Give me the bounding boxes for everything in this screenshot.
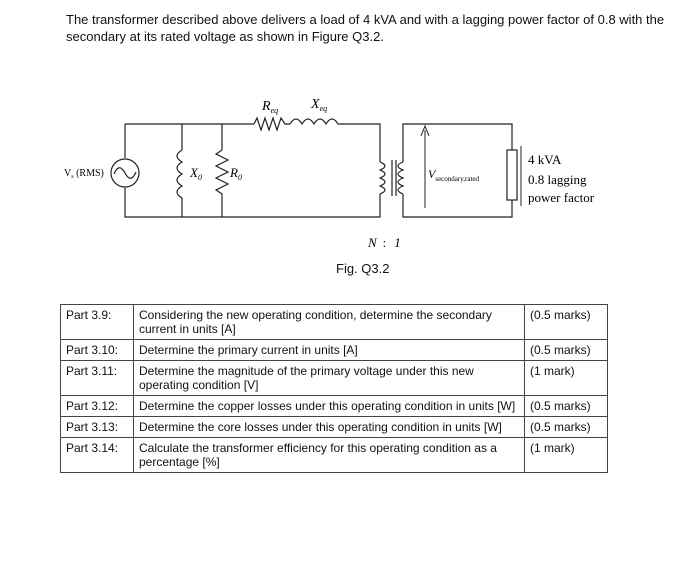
part-number: Part 3.10: — [60, 339, 134, 361]
part-marks: (0.5 marks) — [524, 395, 608, 417]
source-voltage-label: Vs (RMS) — [64, 168, 104, 180]
part-marks: (0.5 marks) — [524, 416, 608, 438]
primary-wire — [124, 123, 381, 218]
load-impedance-icon — [506, 149, 518, 201]
part-number: Part 3.9: — [60, 304, 134, 340]
r0-label: R0 — [229, 165, 242, 182]
figure-caption: Fig. Q3.2 — [336, 261, 390, 276]
part-number: Part 3.11: — [60, 360, 134, 396]
load-power-factor: 0.8 lagging — [528, 172, 587, 187]
table-row: Part 3.12: Determine the copper losses u… — [60, 395, 608, 417]
table-row: Part 3.14: Calculate the transformer eff… — [60, 437, 608, 473]
r0-resistor-icon — [214, 149, 230, 202]
load-rating: 4 kVA — [528, 152, 562, 167]
part-question: Determine the core losses under this ope… — [133, 416, 525, 438]
req-resistor-icon — [253, 116, 290, 132]
table-row: Part 3.10: Determine the primary current… — [60, 339, 608, 361]
problem-statement: The transformer described above delivers… — [66, 12, 665, 44]
x0-label: X0 — [189, 165, 202, 182]
table-row: Part 3.13: Determine the core losses und… — [60, 416, 608, 438]
primary-winding-icon — [378, 161, 386, 195]
load-pf-label: power factor — [528, 190, 595, 205]
table-row: Part 3.9: Considering the new operating … — [60, 304, 608, 340]
part-number: Part 3.14: — [60, 437, 134, 473]
part-marks: (0.5 marks) — [524, 339, 608, 361]
part-question: Considering the new operating condition,… — [133, 304, 525, 340]
part-question: Determine the magnitude of the primary v… — [133, 360, 525, 396]
xeq-label: Xeq — [310, 97, 327, 113]
xeq-inductor-icon — [289, 118, 343, 126]
ac-source-icon — [110, 158, 140, 188]
part-marks: (1 mark) — [524, 360, 608, 396]
part-number: Part 3.12: — [60, 395, 134, 417]
circuit-diagram: Req Xeq Vs (RMS) X0 R0 Vsecondary,rated … — [64, 97, 595, 250]
req-label: Req — [261, 99, 278, 115]
secondary-voltage-label: Vsecondary,rated — [428, 167, 480, 183]
x0-inductor-icon — [176, 149, 184, 202]
table-row: Part 3.11: Determine the magnitude of th… — [60, 360, 608, 396]
part-marks: (1 mark) — [524, 437, 608, 473]
turns-ratio-label: N:1 — [367, 235, 401, 250]
shunt-branch-wire — [181, 124, 223, 217]
part-marks: (0.5 marks) — [524, 304, 608, 340]
part-question: Calculate the transformer efficiency for… — [133, 437, 525, 473]
secondary-winding-icon — [397, 161, 405, 195]
secondary-wire — [402, 123, 513, 218]
sine-wave-icon — [113, 167, 137, 179]
part-question: Determine the copper losses under this o… — [133, 395, 525, 417]
transformer-core-icon — [391, 160, 397, 196]
parts-table: Part 3.9: Considering the new operating … — [60, 304, 608, 473]
part-question: Determine the primary current in units [… — [133, 339, 525, 361]
part-number: Part 3.13: — [60, 416, 134, 438]
